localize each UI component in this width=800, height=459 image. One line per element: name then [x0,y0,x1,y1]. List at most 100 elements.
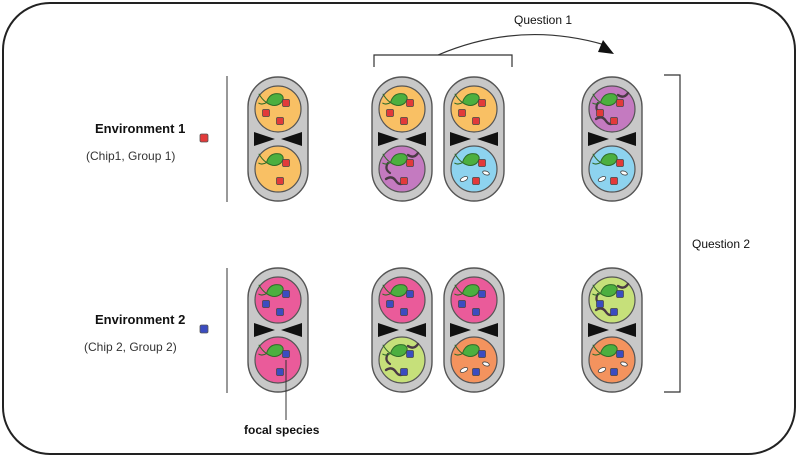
question-1-label: Question 1 [514,13,573,27]
question-2-label: Question 2 [692,237,751,251]
well [254,85,302,133]
chemical-box-icon [472,177,480,185]
valve-left-icon [588,323,609,337]
chemical-box-icon [478,290,486,298]
chamber-env1-test [581,76,643,202]
valve-left-icon [450,132,471,146]
valve-left-icon [378,132,399,146]
environment-1-subtitle: (Chip1, Group 1) [86,149,176,163]
chemical-box-icon [282,290,290,298]
chamber-env2-pair-b [443,267,505,393]
focal-species-cell-icon [382,153,408,167]
chemical-box-icon [472,308,480,316]
chemical-box-icon [610,177,618,185]
valve-left-icon [450,323,471,337]
valve-right-icon [405,323,426,337]
chemical-box-icon [282,159,290,167]
well [450,85,498,133]
well [378,85,426,133]
chemical-box-icon [400,117,408,125]
chemical-box-icon [610,117,618,125]
chemical-box-icon [478,99,486,107]
well [588,336,636,384]
valve-left-icon [254,132,275,146]
valve-right-icon [281,132,302,146]
valve-right-icon [615,323,636,337]
well [450,336,498,384]
focal-species-cell-icon [258,153,284,167]
chamber-env2-test [581,267,643,393]
well [254,336,302,384]
question-1-bracket [373,54,513,67]
chemical-box-icon [262,109,270,117]
focal-species-cell-icon [382,93,408,107]
question-2-bracket [664,74,681,393]
focal-species-cell-icon [258,344,284,358]
question-1-arrowhead-icon [598,40,614,54]
chemical-box-icon [596,300,604,308]
chemical-box-icon [472,368,480,376]
chemical-box-icon [276,308,284,316]
chemical-box-icon [386,109,394,117]
chemical-box-icon [616,350,624,358]
chemical-box-icon [478,159,486,167]
other-cell-icon [459,170,490,182]
other-cell-icon [597,361,628,373]
focal-species-cell-icon [592,344,618,358]
focal-species-cell-icon [382,344,408,358]
environment-1-title: Environment 1 [95,121,186,136]
chemical-box-icon [472,117,480,125]
chemical-box-icon [406,290,414,298]
environment-1-marker-icon [199,133,209,143]
chemical-box-icon [276,177,284,185]
focal-species-cell-icon [382,284,408,298]
focal-species-cell-icon [454,93,480,107]
valve-right-icon [615,132,636,146]
chemical-box-icon [610,368,618,376]
focal-species-cell-icon [592,284,618,298]
focal-species-cell-icon [454,284,480,298]
chamber-env2-pair-a [371,267,433,393]
well [588,145,636,193]
chemical-box-icon [458,300,466,308]
chemical-box-icon [616,159,624,167]
other-cell-icon [459,361,490,373]
chemical-box-icon [458,109,466,117]
question-1-arrow-line [437,33,606,56]
chemical-box-icon [262,300,270,308]
focal-species-cell-icon [592,153,618,167]
well [254,276,302,324]
chemical-box-icon [282,350,290,358]
chemical-box-icon [406,350,414,358]
environment-2-subtitle: (Chip 2, Group 2) [84,340,177,354]
chemical-box-icon [282,99,290,107]
chemical-box-icon [610,308,618,316]
chemical-box-icon [400,177,408,185]
chemical-box-icon [616,290,624,298]
focal-species-cell-icon [592,93,618,107]
valve-left-icon [378,323,399,337]
chemical-box-icon [276,117,284,125]
diagram-frame [2,2,796,455]
chamber-env1-pair-a [371,76,433,202]
other-cell-icon [597,170,628,182]
focal-species-label: focal species [244,423,320,437]
valve-left-icon [254,323,275,337]
chamber-env1-control [247,76,309,202]
chemical-box-icon [386,300,394,308]
well [450,145,498,193]
environment-2-marker-icon [199,324,209,334]
focal-species-cell-icon [258,284,284,298]
chemical-box-icon [596,109,604,117]
chamber-env2-control [247,267,309,393]
valve-right-icon [405,132,426,146]
chemical-box-icon [400,368,408,376]
chemical-box-icon [406,159,414,167]
valve-right-icon [281,323,302,337]
chemical-box-icon [276,368,284,376]
valve-left-icon [588,132,609,146]
focal-species-cell-icon [258,93,284,107]
well [378,276,426,324]
well [254,145,302,193]
chemical-box-icon [478,350,486,358]
